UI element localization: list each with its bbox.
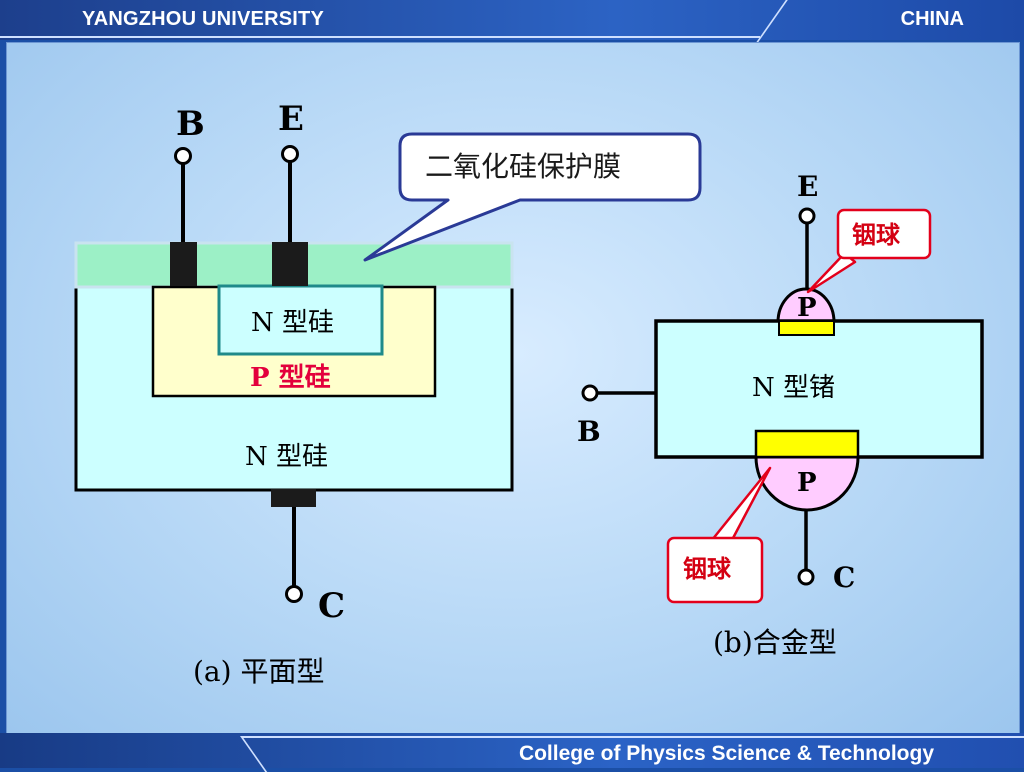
b-emitter-terminal: [798, 207, 816, 225]
b-label-p-top: P: [797, 293, 817, 323]
b-top-callout-box: [836, 208, 932, 260]
b-bottom-callout-box: [666, 536, 764, 604]
a-emitter-contact: [272, 242, 308, 286]
b-label-c: C: [833, 561, 855, 594]
b-label-b: B: [577, 415, 601, 448]
a-collector-terminal: [285, 585, 303, 603]
b-bottom-indium-label: 铟球: [683, 555, 732, 583]
header-university: YANGZHOU UNIVERSITY: [82, 8, 324, 30]
b-top-callout-pointer: [806, 254, 857, 294]
b-top-p-ball: [776, 287, 836, 324]
a-emitter-terminal: [281, 145, 299, 163]
b-label-e: E: [797, 170, 818, 203]
a-base-terminal: [174, 147, 192, 165]
a-label-c: C: [318, 586, 345, 626]
a-base-contact: [170, 242, 197, 286]
b-base-terminal: [581, 384, 599, 402]
a-label-n-emitter: N 型硅: [251, 308, 334, 338]
header-country: CHINA: [900, 8, 964, 30]
a-callout-text: 二氧化硅保护膜: [425, 150, 621, 183]
footer-diagonal: [240, 736, 268, 772]
b-top-alloy-band: [778, 320, 835, 336]
header-bar: YANGZHOU UNIVERSITY CHINA: [0, 0, 1024, 44]
a-label-p-base: P 型硅: [250, 363, 331, 393]
b-caption: (b)合金型: [713, 626, 837, 659]
a-collector-contact: [271, 489, 316, 507]
a-n-emitter: [217, 284, 384, 356]
a-caption: (a) 平面型: [193, 655, 324, 688]
a-label-e: E: [278, 99, 304, 139]
a-label-n-collector: N 型硅: [245, 442, 328, 472]
footer-rule: [242, 736, 1024, 738]
b-top-indium-label: 铟球: [852, 221, 901, 249]
footer-bar: College of Physics Science & Technology: [0, 733, 1024, 772]
header-rule: [0, 36, 760, 38]
b-collector-terminal: [797, 568, 815, 586]
b-bottom-alloy-band: [754, 429, 860, 459]
a-label-b: B: [176, 104, 205, 144]
b-bottom-callout-pointer: [710, 466, 772, 542]
b-label-p-bottom: P: [797, 468, 817, 498]
a-callout-bubble: [363, 132, 702, 262]
b-label-n-body: N 型锗: [752, 373, 835, 403]
footer-college: College of Physics Science & Technology: [518, 742, 934, 765]
